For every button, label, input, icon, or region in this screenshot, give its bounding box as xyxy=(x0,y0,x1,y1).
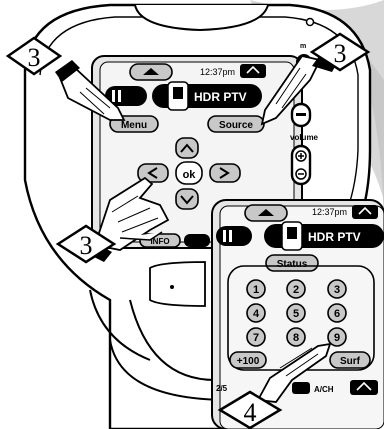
keypad-key[interactable]: 4 xyxy=(247,304,265,322)
inset-bottom-right-label: A/CH xyxy=(314,385,334,394)
keypad-key[interactable]: 8 xyxy=(287,328,305,346)
keypad-key[interactable]: 3 xyxy=(328,280,346,298)
svg-text:3: 3 xyxy=(80,231,93,260)
volume-label: volume xyxy=(290,133,319,142)
inset-device-name-label: HDR PTV xyxy=(308,230,361,244)
keypad-key[interactable]: 2 xyxy=(287,280,305,298)
info-icon-button[interactable] xyxy=(184,234,210,247)
clock-display: 12:37pm xyxy=(200,67,235,77)
svg-text:2: 2 xyxy=(293,284,299,296)
inset-page-icon xyxy=(292,382,310,394)
up-button[interactable] xyxy=(176,138,198,158)
device-selector-row: HDR PTV xyxy=(105,82,262,110)
source-button[interactable]: Source xyxy=(208,116,264,132)
down-button[interactable] xyxy=(176,189,198,209)
svg-text:4: 4 xyxy=(244,398,257,427)
right-button[interactable] xyxy=(210,164,240,182)
side-top-label: m xyxy=(300,43,306,50)
lower-left-button[interactable] xyxy=(150,262,205,306)
svg-text:3: 3 xyxy=(28,43,41,72)
svg-text:6: 6 xyxy=(334,308,340,320)
keypad: 1 2 3 4 5 6 7 8 9 xyxy=(247,280,346,346)
svg-text:3: 3 xyxy=(334,284,340,296)
keypad-key[interactable]: 5 xyxy=(287,304,305,322)
inset-device-prev-button[interactable] xyxy=(216,226,252,246)
status-button-label: Status xyxy=(277,259,308,270)
svg-text:4: 4 xyxy=(253,308,260,320)
device-prev-icon xyxy=(112,90,115,102)
device-name-label: HDR PTV xyxy=(194,90,247,104)
svg-text:7: 7 xyxy=(253,332,259,344)
svg-text:5: 5 xyxy=(293,308,299,320)
source-button-label: Source xyxy=(219,120,253,131)
svg-text:9: 9 xyxy=(334,332,340,344)
indicator-light xyxy=(307,19,314,26)
inset-clock-display: 12:37pm xyxy=(312,207,347,217)
keypad-key[interactable]: 1 xyxy=(247,280,265,298)
ok-button-label: ok xyxy=(183,169,197,181)
plus100-button-label: +100 xyxy=(237,356,260,367)
keypad-key[interactable]: 7 xyxy=(247,328,265,346)
menu-button-label: Menu xyxy=(121,120,147,131)
svg-text:8: 8 xyxy=(293,332,299,344)
surf-button-label: Surf xyxy=(340,356,361,367)
page-indicator: 2/5 xyxy=(216,384,228,393)
keypad-key[interactable]: 6 xyxy=(328,304,346,322)
svg-text:1: 1 xyxy=(253,284,259,296)
svg-text:3: 3 xyxy=(334,39,347,68)
